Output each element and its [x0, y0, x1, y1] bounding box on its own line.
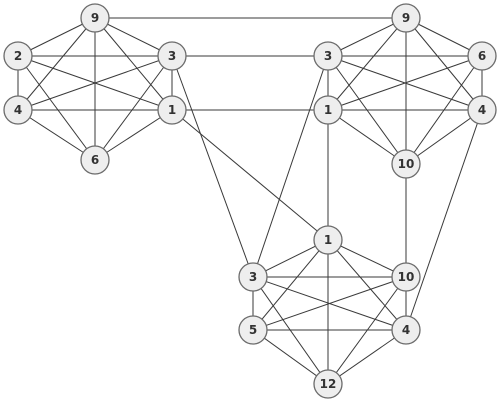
edge-l9-l4: [17, 17, 96, 111]
node-label: 3: [249, 270, 257, 284]
edge-r4-b4: [405, 109, 483, 331]
edge-l1-b1: [171, 109, 329, 241]
node-r10: 10: [391, 149, 421, 179]
node-label: 1: [324, 233, 332, 247]
edge-r1-r10: [327, 109, 407, 165]
node-l1: 1: [157, 95, 187, 125]
node-r9: 9: [391, 3, 421, 33]
edge-r3-b3: [252, 55, 329, 278]
edge-l3-l6: [94, 55, 173, 161]
node-circle: [3, 41, 33, 71]
node-label: 10: [398, 157, 415, 171]
node-label: 5: [249, 323, 257, 337]
node-circle: [391, 3, 421, 33]
node-r6: 6: [467, 41, 497, 71]
node-r4: 4: [467, 95, 497, 125]
node-label: 6: [478, 49, 486, 63]
node-r1: 1: [313, 95, 343, 125]
node-label: 1: [324, 103, 332, 117]
node-label: 4: [478, 103, 486, 117]
node-label: 9: [402, 11, 410, 25]
node-r3: 3: [313, 41, 343, 71]
node-label: 3: [168, 49, 176, 63]
node-label: 1: [168, 103, 176, 117]
node-circle: [467, 95, 497, 125]
edge-l4-l6: [17, 109, 96, 161]
node-b10: 10: [391, 262, 421, 292]
edge-l3-l4: [17, 55, 173, 111]
node-circle: [313, 369, 343, 399]
node-label: 9: [91, 11, 99, 25]
node-circle: [238, 262, 268, 292]
node-l4: 4: [3, 95, 33, 125]
node-b12: 12: [313, 369, 343, 399]
node-label: 12: [320, 377, 337, 391]
node-circle: [313, 95, 343, 125]
node-circle: [391, 149, 421, 179]
node-circle: [80, 145, 110, 175]
edge-b10-b5: [252, 276, 407, 331]
node-circle: [391, 262, 421, 292]
node-circle: [3, 95, 33, 125]
node-l9: 9: [80, 3, 110, 33]
edge-r9-r4: [405, 17, 483, 111]
node-label: 10: [398, 270, 415, 284]
node-b3: 3: [238, 262, 268, 292]
node-circle: [157, 41, 187, 71]
edge-b4-b12: [327, 329, 407, 385]
node-label: 2: [14, 49, 22, 63]
node-circle: [391, 315, 421, 345]
nodes-layer: 9 2 3 4 1 6 9 3 6 1 4 10 1 3 10 5 4 12: [3, 3, 497, 399]
node-b5: 5: [238, 315, 268, 345]
node-circle: [313, 41, 343, 71]
edge-l2-l6: [17, 55, 96, 161]
node-l6: 6: [80, 145, 110, 175]
node-label: 6: [91, 153, 99, 167]
node-circle: [157, 95, 187, 125]
node-label: 4: [14, 103, 22, 117]
edge-l3-b3: [171, 55, 254, 278]
node-l2: 2: [3, 41, 33, 71]
edge-l1-l6: [94, 109, 173, 161]
edge-b1-b5: [252, 239, 329, 331]
node-circle: [238, 315, 268, 345]
node-b1: 1: [313, 225, 343, 255]
edge-b5-b12: [252, 329, 329, 385]
node-l3: 3: [157, 41, 187, 71]
edge-l9-l1: [94, 17, 173, 111]
edge-b1-b4: [327, 239, 407, 331]
node-label: 4: [402, 323, 410, 337]
node-b4: 4: [391, 315, 421, 345]
edge-r6-r1: [327, 55, 483, 111]
node-circle: [80, 3, 110, 33]
node-circle: [467, 41, 497, 71]
node-circle: [313, 225, 343, 255]
edge-r4-r10: [405, 109, 483, 165]
node-label: 3: [324, 49, 332, 63]
edge-r9-r1: [327, 17, 407, 111]
edges-layer: [17, 17, 483, 385]
